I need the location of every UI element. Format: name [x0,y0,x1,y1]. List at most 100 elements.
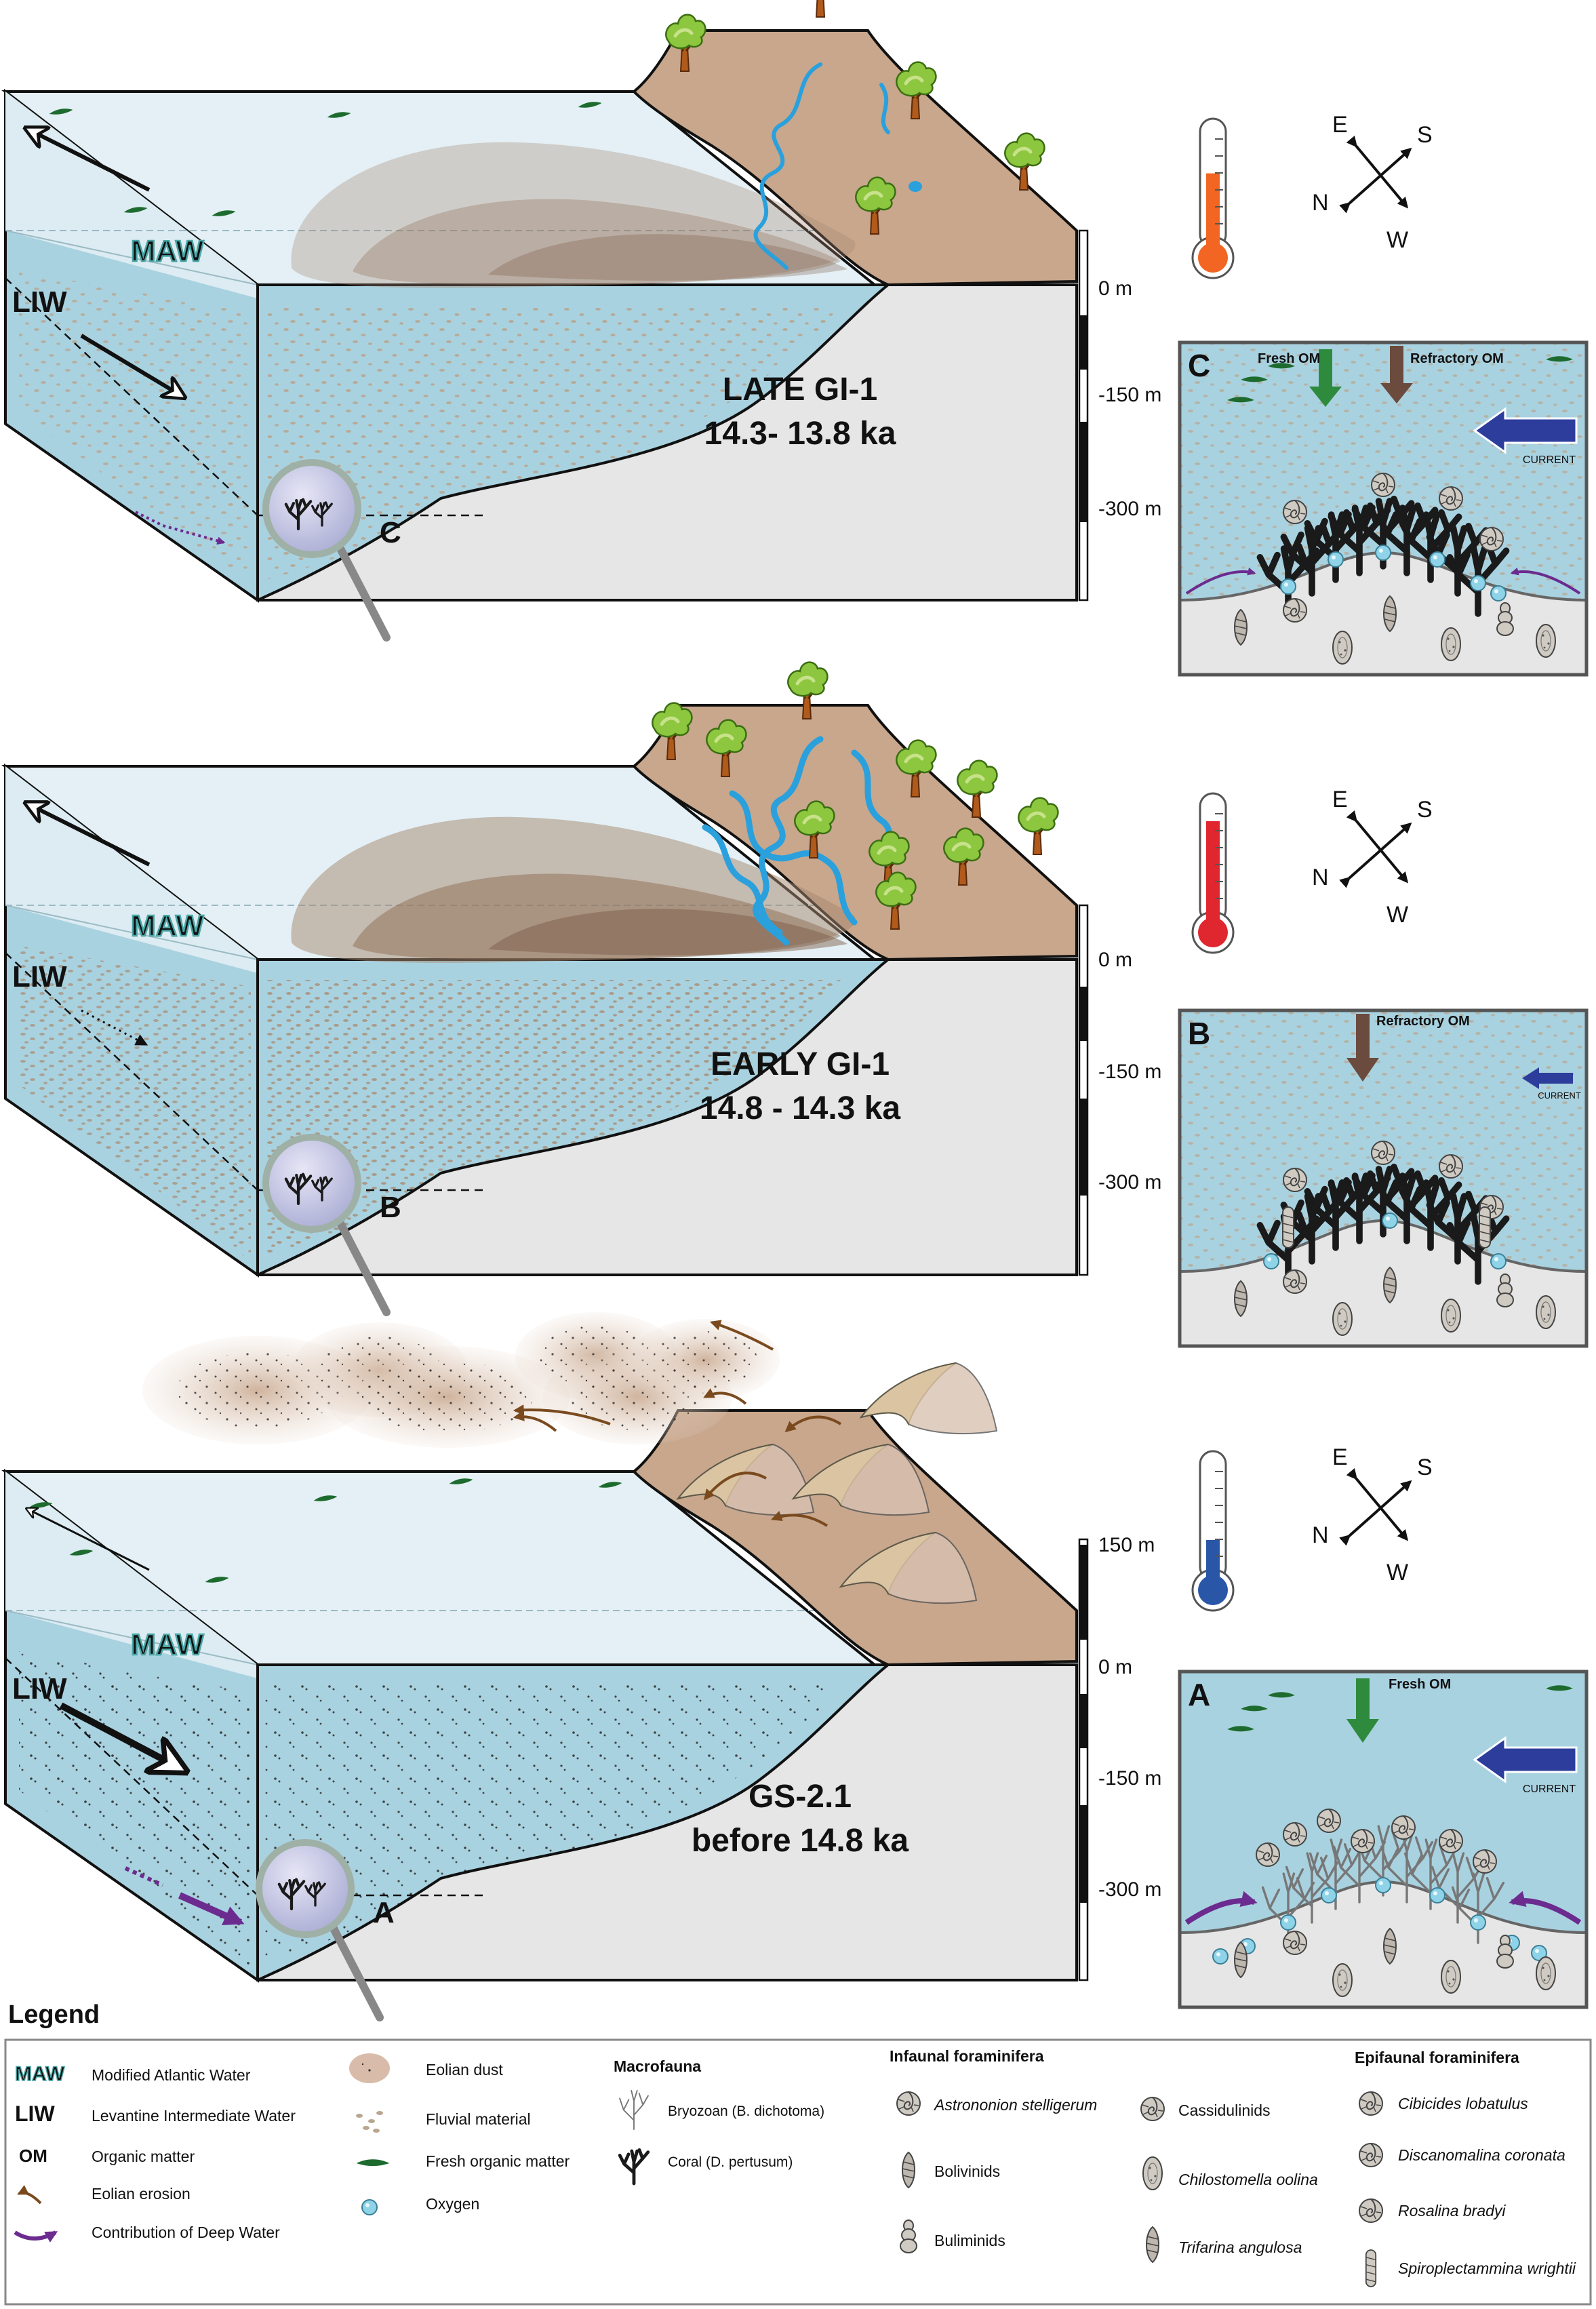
depth-scale-segment [1079,468,1088,522]
fluvial-material-icon [356,2114,363,2118]
cibicides-icon [1439,1154,1463,1179]
oxygen-bubble-icon [1470,575,1486,591]
legend-label: Levantine Intermediate Water [92,2107,296,2125]
maw-label: MAW [131,235,204,268]
compass-n: N [1312,190,1329,216]
fluvial-plume-mid [353,199,841,285]
cibicides-icon [1283,1822,1307,1847]
legend-label: Spiroplectammina wrightii [1398,2259,1576,2277]
chilostomella-icon [1536,1295,1556,1329]
deep-water-arrow [178,1892,245,1926]
depth-label-minus150: -150 m [1098,384,1161,406]
cibicides-icon [1439,1829,1463,1853]
zoom-letter: B [380,1191,401,1224]
front-particles [264,305,841,580]
cibicides-icon [1371,473,1395,497]
maw-flow-arrow [27,129,151,192]
magnifier-handle [335,542,391,642]
chilostomella-icon [1142,2156,1163,2190]
eolian-erosion-arrow [784,1415,842,1433]
bolivinid-icon [1234,609,1248,646]
magnifier-lens-icon [256,1839,384,2021]
bolivinid-icon [902,2152,915,2188]
compass-w: W [1386,902,1408,928]
oxygen-bubble-icon [1212,1948,1229,1965]
legend-label: Contribution of Deep Water [92,2224,280,2241]
seafloor-front [257,958,1078,1276]
deep-water-arrow-dashed [124,1866,164,1887]
astrononion-icon [1283,1931,1307,1955]
oxygen-bubble-icon [1375,545,1391,561]
river-branch [879,83,890,134]
depth-scale-segment [1079,1545,1088,1640]
cibicides-icon [1283,500,1307,524]
compass-n: N [1312,865,1329,890]
barchan-dune-icon [676,1443,815,1516]
magnifier-handle [335,1217,391,1316]
depth-label-minus300: -300 m [1098,498,1161,520]
fluvial-plume-outer [291,142,856,288]
legend-label: Coral (D. pertusum) [668,2154,793,2170]
oxygen-bubble-icon [1321,1887,1337,1903]
oxygen-bubble-icon [1490,585,1507,601]
depth-label-0: 0 m [1098,277,1132,300]
current-label: CURRENT [1523,1783,1576,1795]
legend-label: Eolian dust [426,2061,503,2078]
compass-s: S [1417,1455,1433,1480]
depth-scale-segment [1079,1099,1088,1153]
period-label: GS-2.1 [749,1779,852,1815]
bolivinid-icon [1234,1941,1248,1978]
chilostomella-icon [1441,627,1461,661]
seafloor-front [257,283,1078,601]
fresh-om-arrowhead [1346,1719,1379,1743]
legend-label: Rosalina bradyi [1398,2202,1506,2219]
liw-label: LIW [12,1672,67,1705]
maw-flow-arrow [27,1509,150,1571]
astrononion-icon [1283,1269,1307,1294]
legend-label: Oxygen [426,2195,479,2213]
magnifier-lens [262,1134,361,1233]
refractory-om-arrow [1356,1014,1370,1058]
bolivinid-icon [1383,595,1397,632]
chilostomella-icon [1332,1302,1353,1336]
deep-water-arrow [1185,567,1256,595]
spiroplectammina-icon [1479,1206,1491,1248]
oxygen-bubble-icon [1490,1253,1507,1269]
compass-w: W [1386,1560,1408,1585]
cibicides-icon [1439,486,1463,511]
river-main [753,62,822,270]
liw-label: LIW [12,285,67,319]
refractory-om-arrowhead [1346,1058,1379,1082]
legend-label: Cassidulinids [1178,2101,1271,2119]
chilostomella-icon [1536,1956,1556,1990]
river-branch-3 [702,824,783,936]
cibicides-icon [1359,2091,1383,2116]
thermometer-icon [1191,792,1235,954]
legend-label: Fresh organic matter [426,2152,570,2170]
chilostomella-icon [1332,1963,1353,1997]
refractory-om-label: Refractory OM [1410,351,1504,366]
depth-scale-segment [1079,987,1088,1041]
waterline-left [5,1610,258,1665]
eolian-erosion-arrow [703,1472,767,1501]
cibicides-icon [1391,1815,1416,1840]
age-label: before 14.8 ka [692,1823,909,1859]
barchan-dune-icon [839,1531,978,1604]
thermometer-fill [1206,173,1220,258]
river-main [753,736,824,946]
left-particles [19,271,251,587]
astrononion-icon [896,2091,921,2116]
magnifier-lens [256,1839,355,1938]
compass-e: E [1332,787,1348,812]
oxygen-bubble-icon [1382,1212,1398,1229]
legend-title: Legend [8,2000,100,2029]
barchan-dune-icon [791,1443,930,1516]
cibicides-icon [1256,1842,1280,1867]
chilostomella-icon [1441,1299,1461,1333]
inset-letter: C [1188,348,1210,383]
